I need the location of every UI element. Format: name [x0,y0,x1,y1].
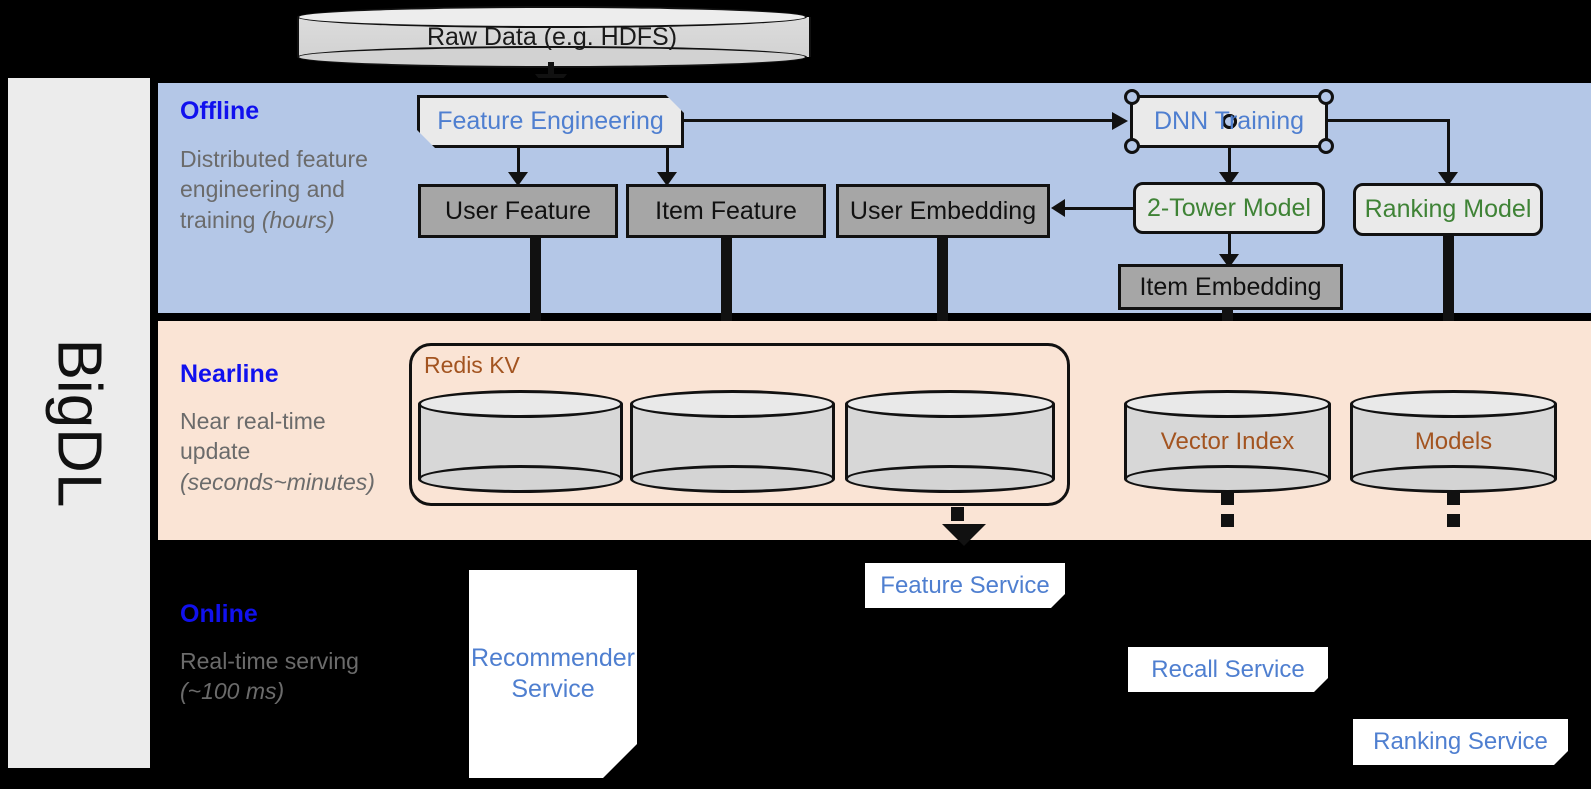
raw-data-cylinder: Raw Data (e.g. HDFS) [297,6,811,68]
feature-service-box[interactable]: Feature Service [865,563,1065,608]
item-feature-box[interactable]: Item Feature [626,184,826,238]
card-corner-bl [1124,138,1140,154]
bigdl-label: BigDL [44,338,114,508]
arrowhead-fe-itemfeature [657,172,677,186]
dnn-training-box[interactable]: DNN Training [1124,89,1334,154]
recall-service-box[interactable]: Recall Service [1128,647,1328,692]
dash-stub-models-a [1447,491,1460,505]
band-online-subtitle-plain: Real-time serving [180,648,359,674]
cylinder-bottom [418,465,623,493]
ranking-service-box[interactable]: Ranking Service [1353,719,1568,765]
item-embedding-box[interactable]: Item Embedding [1118,264,1343,310]
feature-service-label: Feature Service [880,571,1050,599]
recall-service-label: Recall Service [1151,655,1305,683]
cylinder-top [845,390,1055,418]
band-nearline-subtitle-italic: (seconds~minutes) [180,468,375,495]
connector-2tower-itemembedding [1228,234,1231,260]
user-feature-box[interactable]: User Feature [418,184,618,238]
raw-data-label: Raw Data (e.g. HDFS) [426,22,678,51]
bigdl-sidebar: BigDL [8,78,150,768]
cylinder-top [418,390,623,418]
arrowhead-fe-dnn [1112,112,1128,130]
band-offline-title: Offline [180,97,260,125]
band-online-subtitle: Real-time serving (~100 ms) [180,646,395,707]
item-feature-label: Item Feature [655,196,797,225]
cylinder-top [1124,390,1331,418]
pipe-userfeature [530,238,541,390]
redis-kv-container [409,343,1070,506]
item-embedding-label: Item Embedding [1139,272,1322,301]
card-corner-br [1318,138,1334,154]
band-offline-subtitle: Distributed feature engineering and trai… [180,144,395,235]
connector-fe-dnn [684,119,1112,122]
cylinder-top [1350,390,1557,418]
redis-cylinder-item-feature [630,390,835,493]
models-label: Models [1414,427,1493,455]
band-offline-subtitle-italic: (hours) [261,206,335,233]
user-feature-label: User Feature [445,196,591,225]
user-embedding-label: User Embedding [849,196,1037,225]
cylinder-bottom [845,465,1055,493]
band-nearline-subtitle: Near real-time update (seconds~minutes) [180,406,395,497]
redis-cylinder-user-feature [418,390,623,493]
dash-stub-vector-index-b [1221,514,1234,527]
arrowhead-fe-userfeature [508,172,528,186]
arrowhead-2tower-userembedding [1051,199,1065,217]
connector-fe-userfeature [517,148,520,174]
arrowhead-dnn-ranking [1438,172,1458,186]
pipe-userembedding [937,238,948,390]
two-tower-model-label: 2-Tower Model [1147,193,1311,222]
cylinder-top [630,390,835,418]
pipe-rankingmodel [1443,236,1454,390]
feature-engineering-box[interactable]: Feature Engineering [417,95,684,148]
vector-index-cylinder: Vector Index [1124,390,1331,493]
ranking-model-box[interactable]: Ranking Model [1353,183,1543,236]
dash-stub-vector-index-a [1221,491,1234,505]
recommender-service-box[interactable]: Recommender Service [469,570,637,778]
models-cylinder: Models [1350,390,1557,493]
dash-stub-models-b [1447,514,1460,527]
dnn-training-label: DNN Training [1153,107,1305,135]
ranking-model-label: Ranking Model [1364,195,1532,223]
feature-engineering-label: Feature Engineering [437,107,664,135]
card-corner-tl [1124,89,1140,105]
card-corner-tr [1318,89,1334,105]
redis-kv-label: Redis KV [424,352,520,378]
band-online-title: Online [180,600,258,628]
connector-dnn-2tower [1228,148,1231,176]
redis-cylinder-user-embedding [845,390,1055,493]
user-embedding-box[interactable]: User Embedding [836,184,1050,238]
band-online-subtitle-italic: (~100 ms) [180,678,285,705]
connector-fe-itemfeature [666,148,669,174]
band-nearline-subtitle-plain: Near real-time update [180,408,326,465]
vector-index-label: Vector Index [1160,427,1295,455]
pipe-itemfeature [721,238,732,390]
band-nearline-title: Nearline [180,360,279,388]
cylinder-top [297,6,807,28]
cylinder-bottom [630,465,835,493]
connector-rawdata-fe [548,62,554,80]
connector-2tower-userembedding [1065,207,1135,210]
arrowhead-redis-featureservice [942,524,986,546]
recommender-service-label: Recommender Service [471,643,635,703]
connector-dnn-ranking-h [1328,119,1450,122]
two-tower-model-box[interactable]: 2-Tower Model [1133,182,1325,234]
band-offline-subtitle-plain: Distributed feature engineering and trai… [180,146,368,233]
connector-dnn-ranking-v [1447,119,1450,176]
dash-stub-feature-service [951,507,964,521]
ranking-service-label: Ranking Service [1373,728,1548,755]
